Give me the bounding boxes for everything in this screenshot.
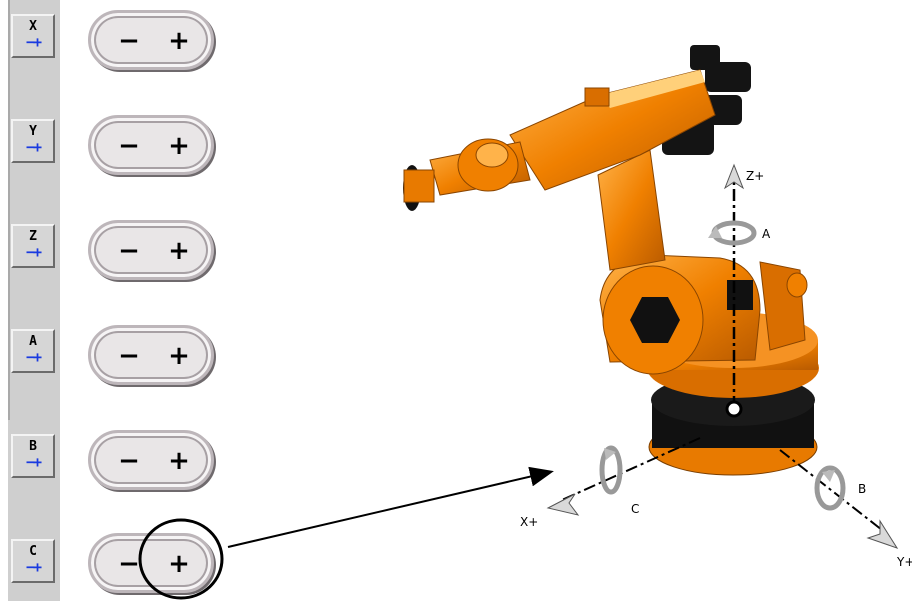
- axis-letter: Z: [29, 229, 37, 244]
- jog-plus-button[interactable]: +: [168, 549, 190, 579]
- jog-plus-button[interactable]: +: [168, 446, 190, 476]
- axis-letter: B: [29, 439, 37, 454]
- y-axis-line: [779, 449, 883, 531]
- jog-key-x: − +: [88, 10, 214, 70]
- rotation-a-icon: [708, 220, 757, 246]
- jog-key-a: − +: [88, 325, 214, 385]
- y-axis-label: Y+: [896, 555, 912, 569]
- c-rotation-label: C: [631, 502, 639, 516]
- axis-letter: C: [29, 544, 37, 559]
- axis-button-x[interactable]: X −+: [11, 14, 55, 58]
- axis-sidebar: [8, 0, 60, 601]
- minus-plus-icon: −+: [25, 138, 42, 156]
- x-axis-line: [561, 437, 701, 501]
- jog-plus-button[interactable]: +: [168, 26, 190, 56]
- axis-button-z[interactable]: Z −+: [11, 224, 55, 268]
- jog-minus-button[interactable]: −: [118, 131, 140, 161]
- jog-minus-button[interactable]: −: [118, 236, 140, 266]
- minus-plus-icon: −+: [25, 348, 42, 366]
- sidebar-border: [8, 0, 10, 420]
- x-axis-label: X+: [520, 515, 538, 529]
- jog-minus-button[interactable]: −: [118, 446, 140, 476]
- jog-minus-button[interactable]: −: [118, 341, 140, 371]
- axis-button-y[interactable]: Y −+: [11, 119, 55, 163]
- minus-plus-icon: −+: [25, 33, 42, 51]
- axis-letter: Y: [29, 124, 37, 139]
- b-rotation-label: B: [858, 482, 866, 496]
- axis-button-a[interactable]: A −+: [11, 329, 55, 373]
- axis-button-b[interactable]: B −+: [11, 434, 55, 478]
- jog-key-z: − +: [88, 220, 214, 280]
- axis-button-c[interactable]: C −+: [11, 539, 55, 583]
- jog-minus-button[interactable]: −: [118, 26, 140, 56]
- axis-letter: A: [29, 334, 37, 349]
- jog-plus-button[interactable]: +: [168, 341, 190, 371]
- minus-plus-icon: −+: [25, 243, 42, 261]
- y-arrow-icon: [866, 519, 899, 549]
- a-rotation-label: A: [762, 227, 771, 241]
- z-axis-label: Z+: [746, 169, 764, 183]
- callout-arrow: [227, 466, 554, 548]
- z-arrow-icon: [723, 163, 745, 190]
- jog-plus-button[interactable]: +: [168, 236, 190, 266]
- jog-key-y: − +: [88, 115, 214, 175]
- robot-illustration: [403, 45, 819, 476]
- minus-plus-icon: −+: [25, 453, 42, 471]
- x-arrow-icon: [546, 493, 580, 516]
- rotation-c-icon: [599, 445, 623, 495]
- jog-key-b: − +: [88, 430, 214, 490]
- highlight-circle: [138, 518, 224, 600]
- coordinate-axes: Z+ X+ Y+ A B C: [520, 163, 912, 569]
- axis-letter: X: [29, 19, 37, 34]
- jog-minus-button[interactable]: −: [118, 549, 140, 579]
- minus-plus-icon: −+: [25, 558, 42, 576]
- origin-marker: [725, 400, 743, 418]
- jog-plus-button[interactable]: +: [168, 131, 190, 161]
- rotation-b-icon: [814, 465, 846, 511]
